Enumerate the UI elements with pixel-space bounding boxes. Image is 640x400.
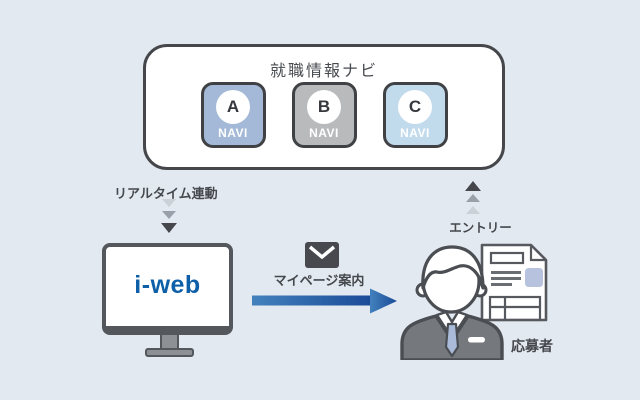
iweb-monitor: i-web xyxy=(102,243,233,361)
triple-chevron-down-icon xyxy=(161,199,177,233)
navi-b-letter-badge: B xyxy=(307,90,341,124)
mypage-guidance-label: マイページ案内 xyxy=(273,273,365,288)
realtime-link-label: リアルタイム連動 xyxy=(114,186,218,201)
triple-chevron-up-icon xyxy=(465,181,481,214)
navi-a-letter-badge: A xyxy=(216,90,250,124)
applicant-label: 応募者 xyxy=(511,338,553,354)
entry-label: エントリー xyxy=(449,221,512,235)
navi-a-label: NAVI xyxy=(218,126,248,140)
business-person-icon xyxy=(400,245,504,360)
monitor-screen: i-web xyxy=(102,243,233,335)
monitor-stand-base xyxy=(145,348,194,357)
navi-item-a: A NAVI xyxy=(200,82,266,148)
navi-b-label: NAVI xyxy=(309,126,339,140)
navi-c-letter-badge: C xyxy=(398,90,432,124)
navi-items-row: A NAVI B NAVI C NAVI xyxy=(146,82,502,148)
flow-arrow-right-icon xyxy=(252,288,397,314)
application-document-icon xyxy=(480,243,548,322)
mail-envelope-icon xyxy=(305,242,339,268)
navi-panel: 就職情報ナビ A NAVI B NAVI C NAVI xyxy=(143,44,505,170)
iweb-logo: i-web xyxy=(134,271,201,299)
navi-panel-title: 就職情報ナビ xyxy=(269,63,378,80)
navi-item-b: B NAVI xyxy=(291,82,357,148)
navi-c-label: NAVI xyxy=(400,126,430,140)
navi-item-c: C NAVI xyxy=(382,82,448,148)
